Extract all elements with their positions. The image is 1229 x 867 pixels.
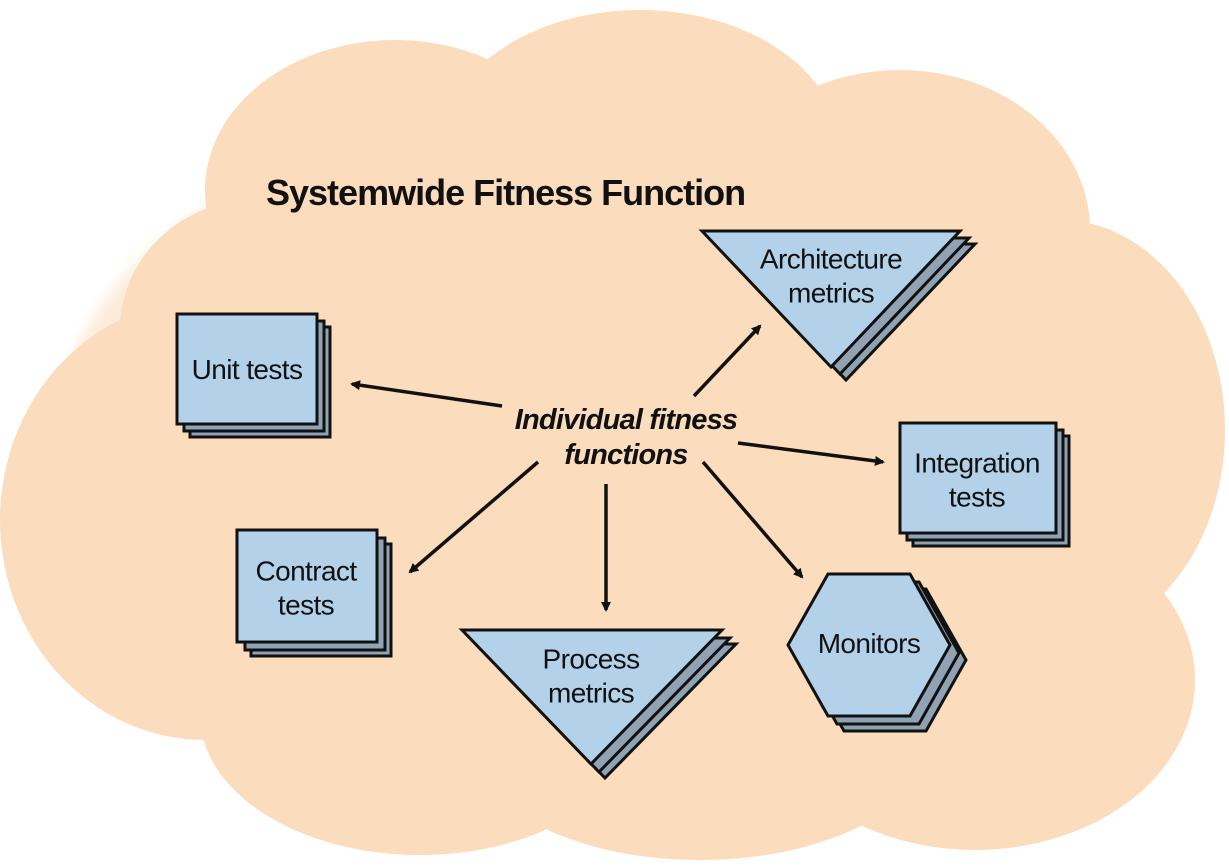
- architecture-metrics-node: [698, 229, 979, 383]
- arrow-to-contract-tests: [408, 460, 540, 574]
- arrow-to-integration-tests: [737, 441, 885, 466]
- architecture-metrics-label: Architecture metrics: [759, 242, 903, 309]
- hub-label: Individual fitness functions: [514, 403, 738, 473]
- diagram-title: Systemwide Fitness Function: [266, 172, 746, 213]
- unit-tests-label: Unit tests: [192, 353, 303, 387]
- architecture-metrics-line2: metrics: [787, 277, 875, 308]
- monitors-node: [786, 572, 968, 733]
- process-metrics-line1: Process: [542, 643, 641, 675]
- integration-tests-label: Integration tests: [914, 446, 1040, 513]
- integration-tests-line1: Integration: [914, 447, 1040, 479]
- contract-tests-line2: tests: [277, 589, 335, 620]
- arrows: [350, 324, 885, 612]
- unit-tests-node: [175, 312, 332, 439]
- monitors-text: Monitors: [817, 628, 921, 660]
- process-metrics-line2: metrics: [547, 677, 635, 708]
- hub-label-line2: functions: [564, 439, 688, 471]
- arrow-to-architecture-metrics: [692, 324, 762, 398]
- unit-tests-text: Unit tests: [191, 354, 303, 386]
- integration-tests-node: [898, 421, 1071, 548]
- architecture-metrics-line1: Architecture: [759, 243, 903, 275]
- contract-tests-node: [235, 528, 393, 658]
- integration-tests-line2: tests: [948, 481, 1006, 512]
- arrow-to-monitors: [701, 460, 804, 579]
- contract-tests-line1: Contract: [255, 555, 357, 587]
- monitors-label: Monitors: [818, 627, 921, 661]
- process-metrics-node: [458, 628, 740, 781]
- arrow-to-unit-tests: [350, 380, 503, 408]
- contract-tests-label: Contract tests: [255, 554, 357, 621]
- process-metrics-label: Process metrics: [542, 642, 641, 709]
- hub-label-line1: Individual fitness: [514, 404, 738, 437]
